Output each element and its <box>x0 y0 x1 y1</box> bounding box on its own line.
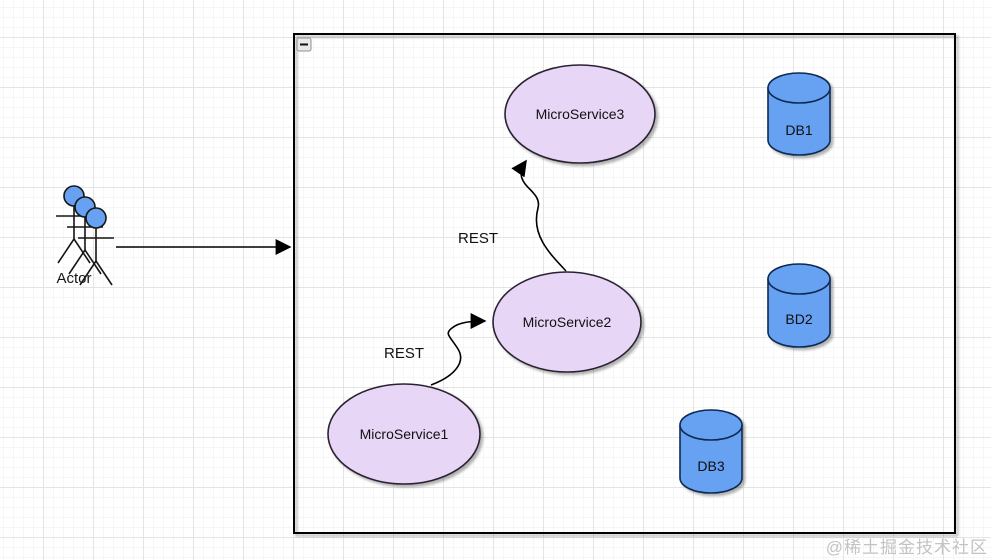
edge-ms1-to-ms2[interactable] <box>430 313 487 386</box>
node-label: MicroService3 <box>536 106 625 122</box>
node-label: MicroService1 <box>360 426 449 442</box>
actor-label: Actor <box>56 270 91 287</box>
node-microservice3[interactable]: MicroService3 <box>504 64 656 164</box>
node-label: MicroService2 <box>523 314 612 330</box>
edge-label-rest-upper[interactable]: REST <box>458 230 498 247</box>
node-microservice2[interactable]: MicroService2 <box>492 271 642 373</box>
collapse-button[interactable] <box>296 37 312 52</box>
container-shape[interactable] <box>293 33 956 534</box>
node-db1[interactable]: DB1 <box>767 72 831 156</box>
node-label: BD2 <box>785 311 812 327</box>
node-label: DB1 <box>785 122 812 138</box>
node-label: DB3 <box>697 458 724 474</box>
edge-label-rest-lower[interactable]: REST <box>384 345 424 362</box>
actor-node[interactable]: Actor <box>56 185 114 287</box>
actor-head-icon <box>85 207 107 229</box>
node-bd2[interactable]: BD2 <box>767 263 831 348</box>
node-db3[interactable]: DB3 <box>679 409 743 494</box>
watermark: @稀土掘金技术社区 <box>825 538 988 557</box>
edge-ms2-to-ms3[interactable] <box>511 159 567 272</box>
node-microservice1[interactable]: MicroService1 <box>327 383 481 485</box>
